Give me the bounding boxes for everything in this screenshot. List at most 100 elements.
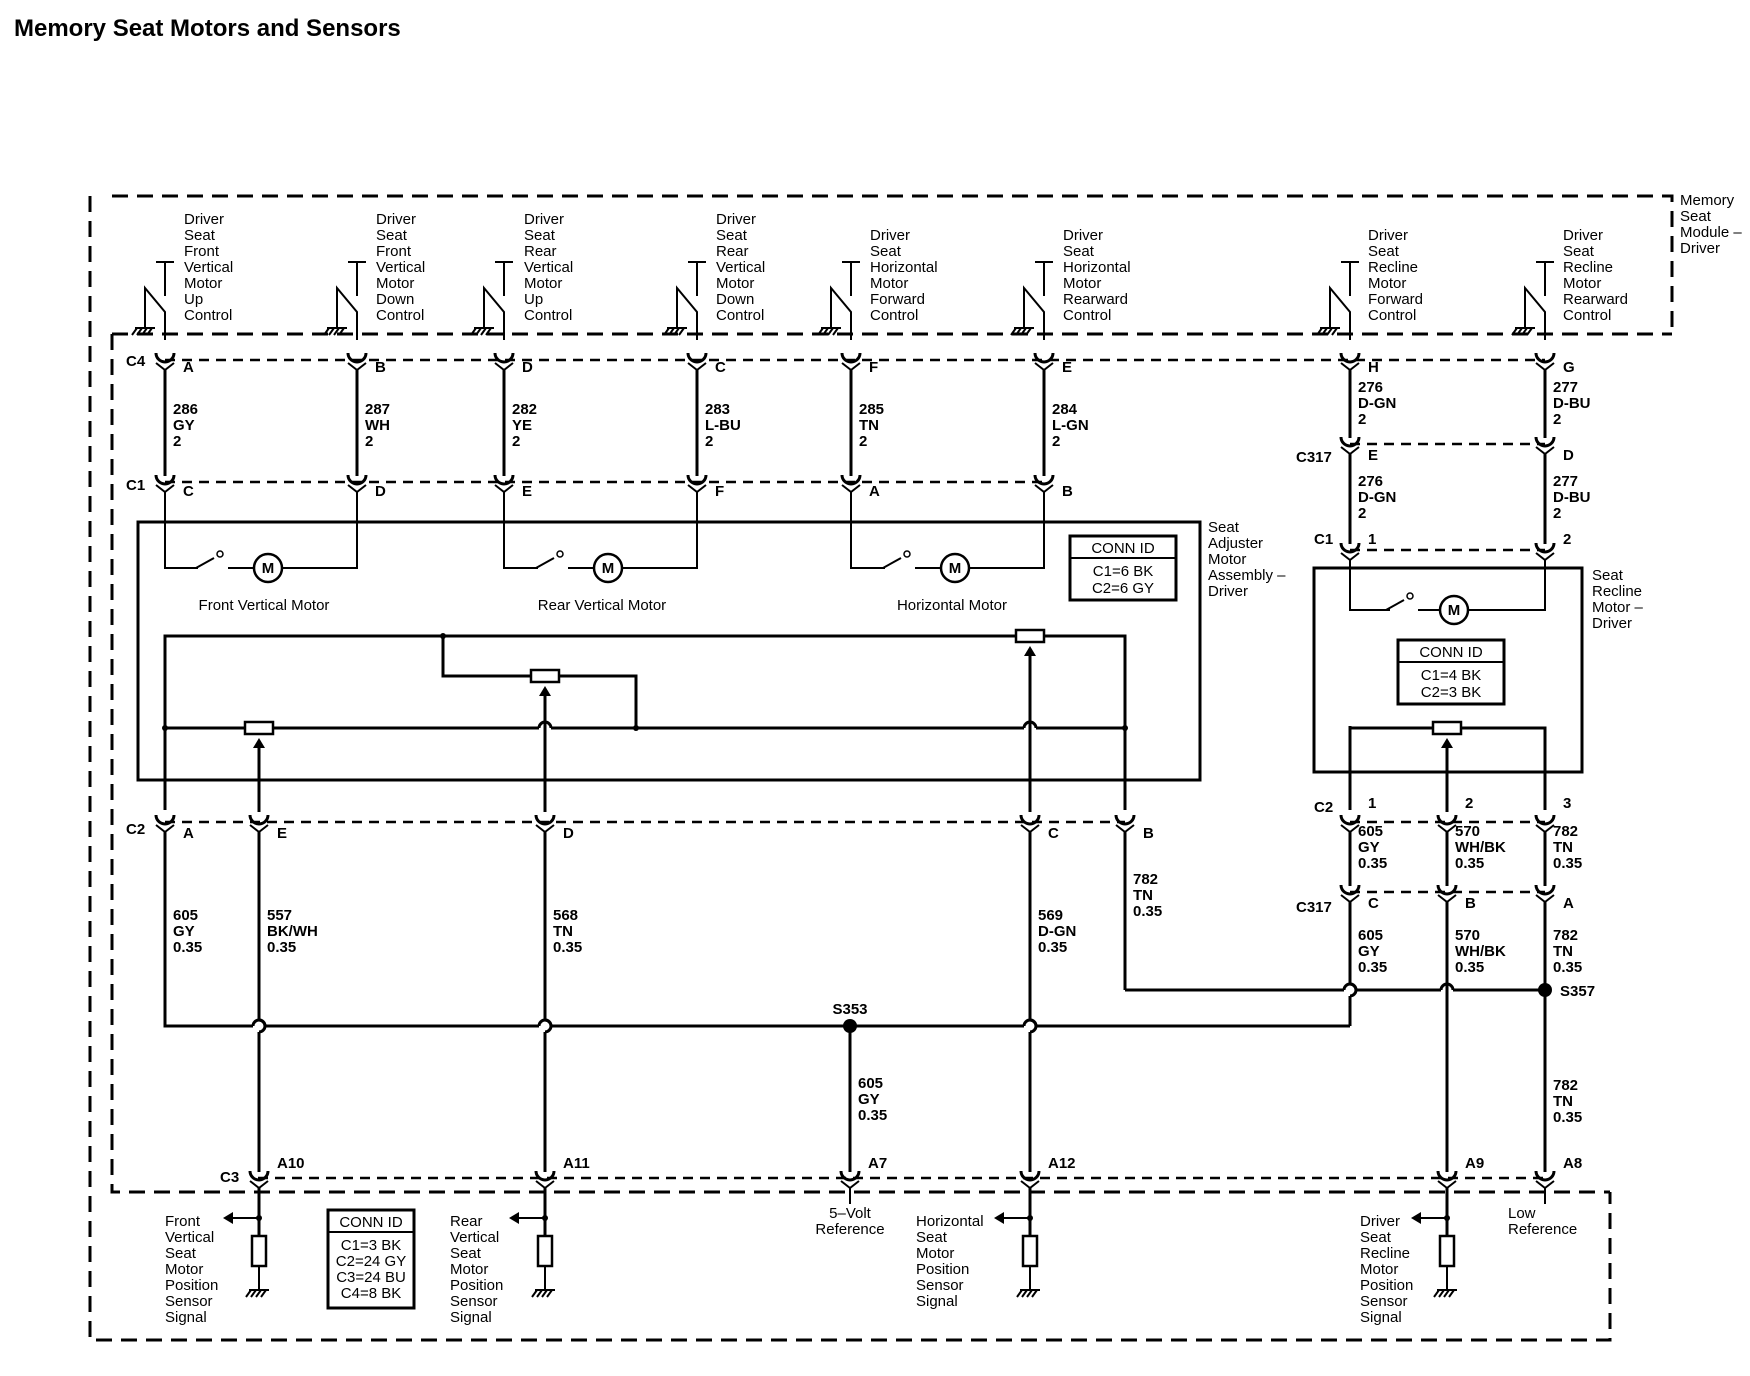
svg-text:CONN ID: CONN ID bbox=[1419, 644, 1483, 661]
ground-hatch bbox=[531, 1289, 538, 1298]
ground-hatch bbox=[1016, 1289, 1023, 1298]
control-switch-icon bbox=[1511, 261, 1554, 340]
horizontal-position-sensor-icon bbox=[1014, 628, 1046, 644]
c2-pin-label: E bbox=[277, 825, 287, 842]
connector-pin bbox=[155, 484, 175, 494]
ground-hatch bbox=[485, 327, 492, 336]
c1-pin-C bbox=[154, 474, 176, 486]
svg-text:Seat: Seat bbox=[916, 1229, 948, 1246]
rear-sensor-signal-label: Rear Vertical Seat Motor Position Sensor… bbox=[450, 1213, 503, 1326]
recline-position-sensor-icon bbox=[1431, 720, 1463, 736]
thermal-icon bbox=[903, 550, 911, 558]
wire-label-line: L-BU bbox=[705, 417, 741, 434]
c4-pin-H bbox=[1339, 352, 1361, 364]
wire-label-line: TN bbox=[1133, 887, 1153, 904]
c317-bottom-pin-A bbox=[1534, 884, 1556, 896]
wire-label-line: 570 bbox=[1455, 823, 1480, 840]
wire-label-line: 782 bbox=[1553, 1077, 1578, 1094]
wire-label-line: 282 bbox=[512, 401, 537, 418]
svg-text:Seat: Seat bbox=[1680, 208, 1712, 225]
ground-hatch bbox=[1326, 327, 1333, 336]
pulldown-resistor-icon bbox=[250, 1234, 268, 1268]
switch-label-line: Vertical bbox=[184, 259, 233, 276]
c3-pin-A8 bbox=[1534, 1170, 1556, 1182]
c4-pin-label: A bbox=[183, 359, 194, 376]
svg-text:Signal: Signal bbox=[450, 1309, 492, 1326]
connector-pin bbox=[1340, 894, 1360, 904]
switch-label-line: Rearward bbox=[1063, 291, 1128, 308]
c2-pin-D bbox=[534, 814, 556, 826]
connector-pin bbox=[1034, 362, 1054, 372]
svg-text:Memory: Memory bbox=[1680, 192, 1735, 209]
c4-pin-E bbox=[1033, 352, 1055, 364]
svg-text:Position: Position bbox=[165, 1277, 218, 1294]
motor-circuit bbox=[282, 492, 358, 569]
svg-text:Position: Position bbox=[450, 1277, 503, 1294]
motor-symbol: M bbox=[262, 560, 275, 577]
wire-label-line: D-GN bbox=[1358, 489, 1396, 506]
connector-pin bbox=[1020, 824, 1040, 834]
switch-label-line: Driver bbox=[184, 211, 224, 228]
wire-label-line: TN bbox=[859, 417, 879, 434]
switch-label-line: Up bbox=[524, 291, 543, 308]
c4-pin-A bbox=[154, 352, 176, 364]
ground-hatch bbox=[131, 327, 138, 336]
horizontal-wiper-arrow-icon bbox=[1024, 646, 1036, 656]
ground-hatch bbox=[1025, 327, 1032, 336]
switch-label-line: Horizontal bbox=[870, 259, 938, 276]
c4-pin-label: B bbox=[375, 359, 386, 376]
ground-hatch bbox=[480, 327, 487, 336]
c4-pin-D bbox=[493, 352, 515, 364]
recline-c1-pin-label: 1 bbox=[1368, 531, 1376, 548]
front-wiper-arrow-icon bbox=[253, 738, 265, 748]
connector-pin bbox=[1437, 1180, 1457, 1190]
svg-text:Sensor: Sensor bbox=[450, 1293, 498, 1310]
signal-arrow-icon bbox=[1411, 1212, 1421, 1224]
svg-text:Front: Front bbox=[165, 1213, 201, 1230]
ground-hatch bbox=[475, 327, 482, 336]
c3-pin-A11 bbox=[534, 1170, 556, 1182]
switch-label-line: Driver bbox=[1368, 227, 1408, 244]
svg-text:Position: Position bbox=[916, 1261, 969, 1278]
switch-label-line: Forward bbox=[1368, 291, 1423, 308]
control-switch-icon bbox=[131, 261, 174, 340]
c1-pin-A bbox=[840, 474, 862, 486]
switch-label-line: Recline bbox=[1563, 259, 1613, 276]
wire-label-line: 2 bbox=[1358, 505, 1366, 522]
wire-label-line: 2 bbox=[859, 433, 867, 450]
c3-pin-label: A10 bbox=[277, 1155, 305, 1172]
connector-pin bbox=[1535, 1180, 1555, 1190]
c4-pin-label: H bbox=[1368, 359, 1379, 376]
svg-text:5–Volt: 5–Volt bbox=[829, 1205, 872, 1222]
conn-id-recline: CONN ID C1=4 BK C2=3 BK bbox=[1396, 638, 1506, 706]
switch-label-line: Driver bbox=[376, 211, 416, 228]
ground-hatch bbox=[323, 327, 330, 336]
wire-label-line: 2 bbox=[1553, 411, 1561, 428]
wire-label-line: 605 bbox=[1358, 927, 1383, 944]
connector-recline-c2: C2 bbox=[1314, 799, 1333, 816]
wire-label-line: 557 bbox=[267, 907, 292, 924]
signal-arrow-icon bbox=[994, 1212, 1004, 1224]
wire-label-line: 0.35 bbox=[1553, 959, 1582, 976]
wire-label-line: D-GN bbox=[1038, 923, 1076, 940]
svg-text:Position: Position bbox=[1360, 1277, 1413, 1294]
ground-hatch bbox=[1443, 1289, 1450, 1298]
horizontal-wire bbox=[251, 1018, 1350, 1028]
wire-label-line: 2 bbox=[1553, 505, 1561, 522]
switch-label-line: Seat bbox=[716, 227, 748, 244]
motor-switch-icon bbox=[195, 557, 215, 569]
ground-hatch bbox=[338, 327, 345, 336]
ground-hatch bbox=[328, 327, 335, 336]
recline-motor-circuit bbox=[1468, 560, 1546, 611]
c3-pin-A9 bbox=[1436, 1170, 1458, 1182]
svg-text:Adjuster: Adjuster bbox=[1208, 535, 1263, 552]
recline-sensor-signal-label: Driver Seat Recline Motor Position Senso… bbox=[1360, 1213, 1413, 1326]
svg-text:C3=24 BU: C3=24 BU bbox=[336, 1269, 406, 1286]
c317-bottom-pin-C bbox=[1339, 884, 1361, 896]
switch-label-line: Motor bbox=[870, 275, 908, 292]
